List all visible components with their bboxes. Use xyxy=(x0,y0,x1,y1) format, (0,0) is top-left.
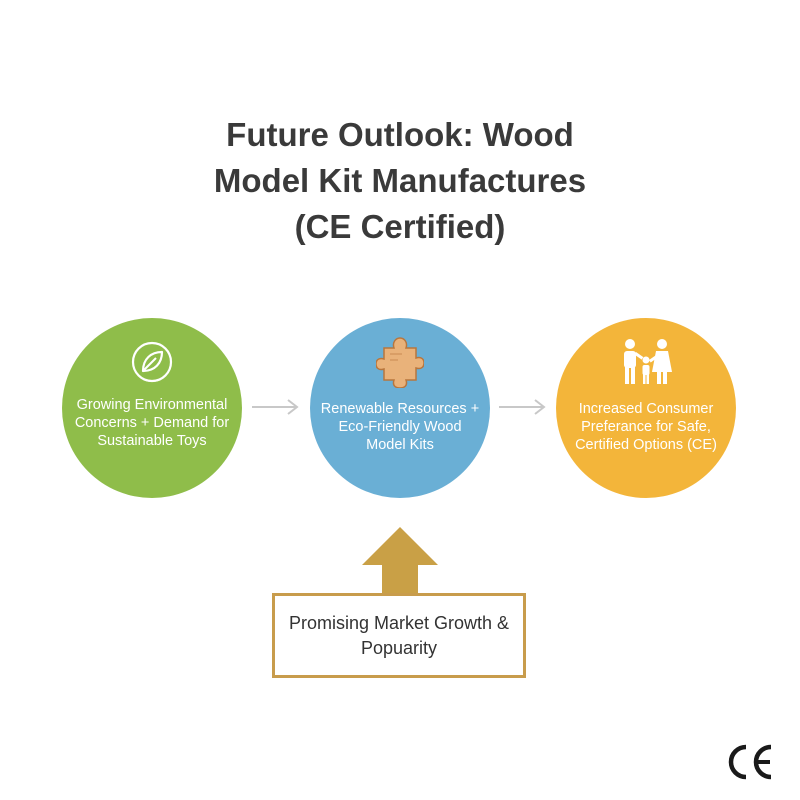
node-consumer-preference: Increased Consumer Preferance for Safe, … xyxy=(556,318,736,498)
node-renewable-resources: Renewable Resources + Eco-Friendly Wood … xyxy=(310,318,490,498)
title-line-1: Future Outlook: Wood xyxy=(226,116,574,153)
node-label: Increased Consumer Preferance for Safe, … xyxy=(575,401,717,453)
family-icon xyxy=(618,338,674,393)
arrow-up xyxy=(362,527,438,597)
leaf-icon xyxy=(130,340,174,389)
arrow-right-1 xyxy=(252,399,299,415)
title-line-3: (CE Certified) xyxy=(294,208,506,245)
title-line-2: Model Kit Manufactures xyxy=(213,162,587,199)
puzzle-piece-icon xyxy=(375,336,425,393)
node-label: Renewable Resources + Eco-Friendly Wood … xyxy=(320,401,480,453)
node-environmental-concerns: Growing Environmental Concerns + Demand … xyxy=(62,318,242,498)
outcome-label: Promising Market Growth & Popuarity xyxy=(288,612,510,658)
node-label: Growing Environmental Concerns + Demand … xyxy=(74,397,230,449)
page-title: Future Outlook: Wood Model Kit Manufactu… xyxy=(150,112,650,250)
ce-mark-icon xyxy=(728,744,772,780)
outcome-box: Promising Market Growth & Popuarity xyxy=(272,593,526,678)
arrow-right-2 xyxy=(499,399,546,415)
